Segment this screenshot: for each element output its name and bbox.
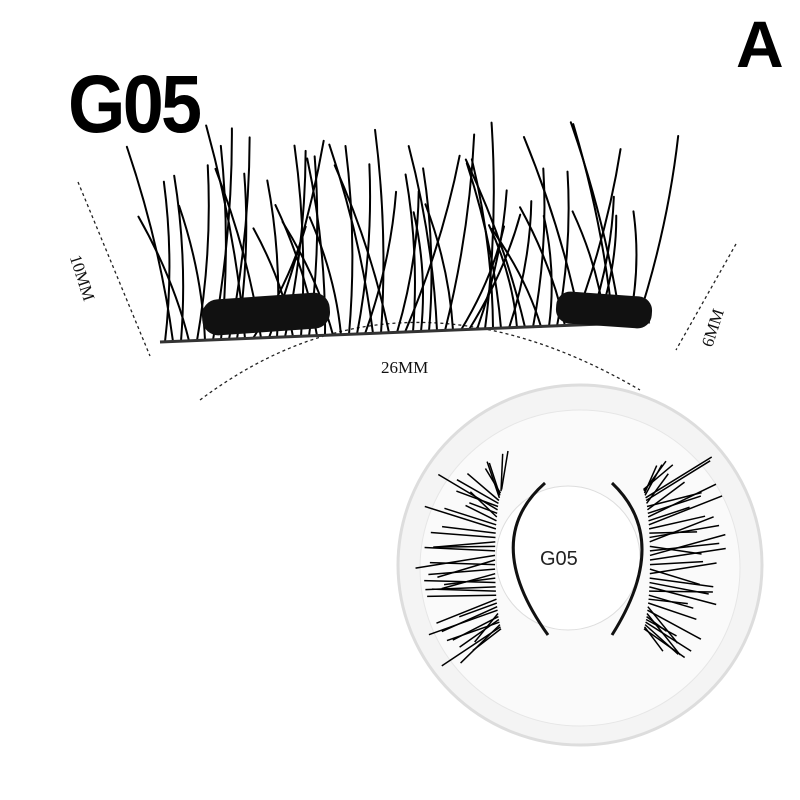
tray-lash-fiber bbox=[643, 628, 686, 659]
tray-lash-fiber bbox=[649, 560, 704, 566]
tray-label: G05 bbox=[540, 548, 578, 570]
tray-lash-fiber bbox=[415, 554, 496, 569]
lash-fiber bbox=[374, 128, 385, 335]
lash-fiber bbox=[404, 173, 416, 333]
tray-lash-fiber bbox=[458, 602, 498, 618]
lash-fiber bbox=[125, 145, 174, 343]
tray-lash-fiber bbox=[648, 515, 706, 530]
lash-fiber bbox=[465, 162, 502, 330]
tray-lash-fiber bbox=[649, 562, 717, 575]
tray-lash-fiber bbox=[441, 626, 501, 667]
lash-fiber bbox=[422, 167, 433, 333]
tray-lash-fiber bbox=[433, 545, 496, 548]
tray-lash-fiber bbox=[444, 507, 497, 526]
lash-fiber bbox=[532, 167, 546, 329]
tray-lash-fiber bbox=[428, 568, 496, 576]
lash-fiber bbox=[636, 135, 680, 324]
tray-lash-fiber bbox=[645, 473, 669, 504]
lash-fiber bbox=[412, 211, 424, 333]
tray-lash-fiber bbox=[446, 621, 500, 642]
tray-lash-fiber bbox=[645, 460, 711, 502]
tray-lash-fiber bbox=[644, 464, 663, 496]
tray-lash-fiber bbox=[488, 462, 501, 496]
tray-lash-fiber bbox=[643, 465, 658, 494]
tray-lash-fiber bbox=[472, 628, 502, 652]
tray-lash-fiber bbox=[437, 473, 498, 511]
tray-lash-fiber bbox=[500, 450, 509, 490]
lash-fiber bbox=[162, 180, 171, 343]
lash-fiber bbox=[344, 144, 354, 336]
lash-fiber bbox=[490, 227, 542, 328]
lash-fiber bbox=[356, 163, 372, 336]
tray-center-label bbox=[495, 485, 641, 631]
tray-lash-fiber bbox=[649, 586, 717, 606]
dimension-width: 26MM bbox=[381, 358, 429, 377]
tray-lash-fiber bbox=[431, 588, 496, 592]
tray-lash-fiber bbox=[469, 502, 498, 515]
lash-fiber bbox=[328, 143, 374, 335]
tray-lash-fiber bbox=[649, 542, 720, 552]
tray-lash-fiber bbox=[424, 505, 497, 530]
lash-fiber bbox=[508, 200, 533, 330]
lash-fiber bbox=[308, 216, 342, 336]
tray-lash-fiber bbox=[649, 516, 714, 543]
tray-lash-fiber bbox=[430, 531, 496, 539]
dim-line-right bbox=[675, 243, 737, 351]
tray-lash-fiber bbox=[645, 618, 677, 637]
tray-lash-fiber bbox=[424, 546, 496, 552]
tray-lash-fiber bbox=[648, 495, 723, 526]
lash-fiber bbox=[470, 158, 494, 330]
tray-lash-fiber bbox=[441, 525, 496, 534]
tray-lash-fiber bbox=[647, 609, 702, 640]
lash-fiber bbox=[333, 164, 390, 334]
tray-lash-fiber bbox=[436, 598, 497, 624]
lash-fiber bbox=[173, 174, 185, 343]
tray-lash-fiber bbox=[466, 473, 500, 502]
model-title: G05 bbox=[68, 59, 202, 150]
tray-lash-fiber bbox=[649, 533, 726, 557]
magnet-right bbox=[555, 291, 653, 329]
tray-lash-fiber bbox=[648, 506, 690, 522]
tray-lash-fiber bbox=[645, 621, 692, 652]
tray-lash-fiber bbox=[500, 453, 504, 492]
lash-fiber bbox=[281, 220, 334, 337]
tray-lash-fiber bbox=[649, 590, 713, 593]
tray-lash-fiber bbox=[486, 461, 501, 499]
lash-fiber bbox=[476, 189, 508, 331]
lash-fiber bbox=[468, 213, 522, 331]
lash-fiber bbox=[196, 164, 210, 342]
lash-band bbox=[159, 320, 651, 344]
lash-fiber bbox=[542, 214, 553, 328]
tray-lash-fiber bbox=[465, 504, 497, 522]
tray-lash-fiber bbox=[645, 456, 713, 499]
variant-letter: A bbox=[736, 7, 784, 81]
lash-fiber bbox=[424, 203, 454, 332]
tray-lash-fiber bbox=[647, 483, 717, 518]
tray-lash-fiber bbox=[429, 561, 496, 566]
lash-fiber bbox=[407, 145, 438, 332]
tray-lash-fiber bbox=[646, 481, 685, 511]
tray-lash-fiber bbox=[649, 524, 720, 539]
lash-fiber bbox=[396, 190, 420, 334]
tray-lash-fiber bbox=[649, 577, 714, 588]
lash-fiber bbox=[488, 224, 518, 329]
dim-line-left bbox=[77, 181, 151, 357]
tray-lash-fiber bbox=[648, 598, 688, 605]
tray-lash-fiber bbox=[424, 579, 496, 584]
magnet-left bbox=[201, 292, 331, 336]
dim-arc-width bbox=[199, 321, 641, 401]
tray-lash-fiber bbox=[456, 479, 499, 505]
tray-lash-fiber bbox=[649, 547, 726, 561]
tray-lash-fiber bbox=[427, 594, 497, 598]
tray-lash-fiber bbox=[469, 491, 498, 518]
tray-lash-fiber bbox=[647, 602, 697, 621]
tray-lash-fiber bbox=[428, 609, 498, 636]
lash-fiber bbox=[137, 215, 190, 342]
tray-lash-fiber bbox=[437, 559, 496, 578]
